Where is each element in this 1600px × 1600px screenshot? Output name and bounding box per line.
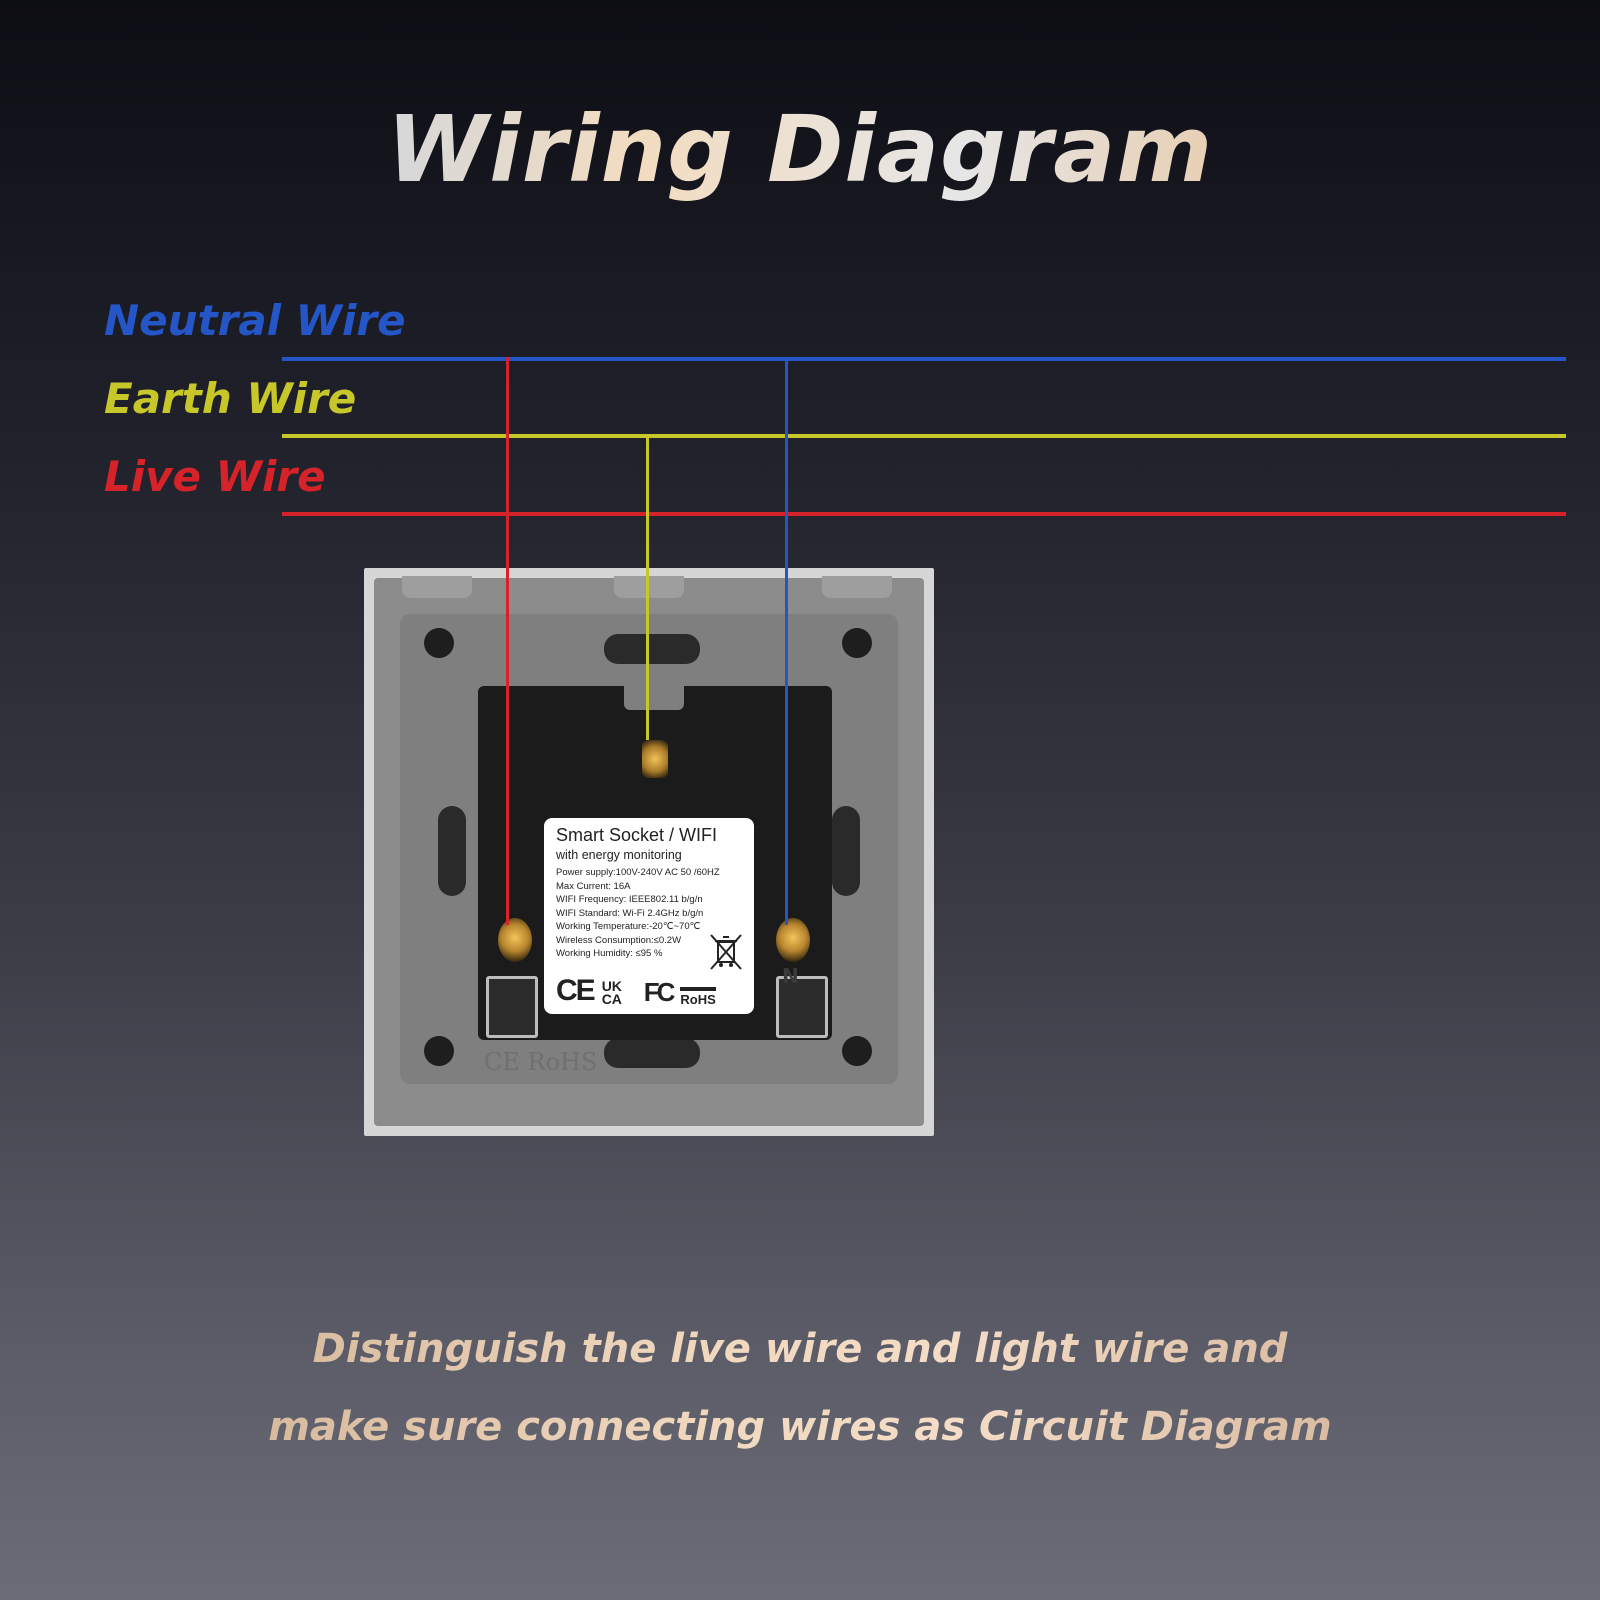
ukca-mark-bottom: CA	[601, 991, 622, 1007]
screw-hole	[424, 628, 454, 658]
earth-terminal	[642, 740, 668, 778]
product-label: Smart Socket / WIFI with energy monitori…	[544, 818, 754, 1014]
terminal-clip	[486, 976, 538, 1038]
neutral-wire-label: Neutral Wire	[104, 296, 406, 345]
fcc-mark: FC	[643, 977, 676, 1007]
label-title: Smart Socket / WIFI	[556, 825, 718, 845]
weee-bin-icon	[710, 934, 742, 970]
label-spec-temperature: Working Temperature:-20℃~70℃	[556, 921, 701, 932]
ukca-mark-top: UK	[601, 978, 622, 994]
certification-marks: CE UK CA FC RoHS	[556, 976, 716, 1006]
earth-drop-wire	[646, 434, 649, 740]
mounting-slot	[832, 806, 860, 896]
label-spec-current: Max Current: 16A	[556, 880, 631, 892]
rohs-mark: RoHS	[680, 987, 716, 1006]
neutral-terminal-mark: N	[782, 964, 799, 988]
label-spec-wifi-standard: WIFI Standard: Wi-Fi 2.4GHz b/g/n	[556, 907, 704, 919]
socket-device: CE RoHS N Smart Socket / WIFI with energ…	[364, 568, 934, 1136]
neutral-wire-line	[282, 357, 1566, 361]
mounting-slot	[604, 1038, 700, 1068]
plate-tab	[614, 576, 684, 598]
screw-hole	[842, 628, 872, 658]
mounting-slot	[604, 634, 700, 664]
earth-wire-line	[282, 434, 1566, 438]
plate-certification-mark: CE RoHS	[484, 1048, 598, 1076]
label-spec-wifi-frequency: WIFI Frequency: IEEE802.11 b/g/n	[556, 894, 703, 905]
label-spec-humidity: Working Humidity: ≤95 %	[556, 948, 663, 959]
page-title: Wiring Diagram	[0, 96, 1600, 203]
plate-tab	[402, 576, 472, 598]
instruction-line-1: Distinguish the live wire and light wire…	[0, 1326, 1600, 1372]
label-subtitle: with energy monitoring	[556, 848, 682, 862]
mounting-slot	[438, 806, 466, 896]
plate-tab	[822, 576, 892, 598]
screw-hole	[842, 1036, 872, 1066]
live-wire-line	[282, 512, 1566, 516]
instruction-line-2: make sure connecting wires as Circuit Di…	[0, 1404, 1600, 1450]
neutral-drop-wire	[785, 357, 788, 925]
screw-hole	[424, 1036, 454, 1066]
module-notch	[624, 684, 684, 710]
earth-wire-label: Earth Wire	[104, 374, 357, 423]
live-terminal	[498, 918, 532, 962]
live-wire-label: Live Wire	[104, 452, 326, 501]
ukca-mark: UK CA	[601, 978, 636, 1007]
neutral-terminal	[776, 918, 810, 962]
ce-mark: CE	[556, 974, 596, 1007]
label-spec-consumption: Wireless Consumption:≤0.2W	[556, 934, 682, 946]
live-drop-wire	[506, 357, 509, 925]
label-spec-power: Power supply:100V-240V AC 50 /60HZ	[556, 867, 720, 878]
terminal-clip	[776, 976, 828, 1038]
